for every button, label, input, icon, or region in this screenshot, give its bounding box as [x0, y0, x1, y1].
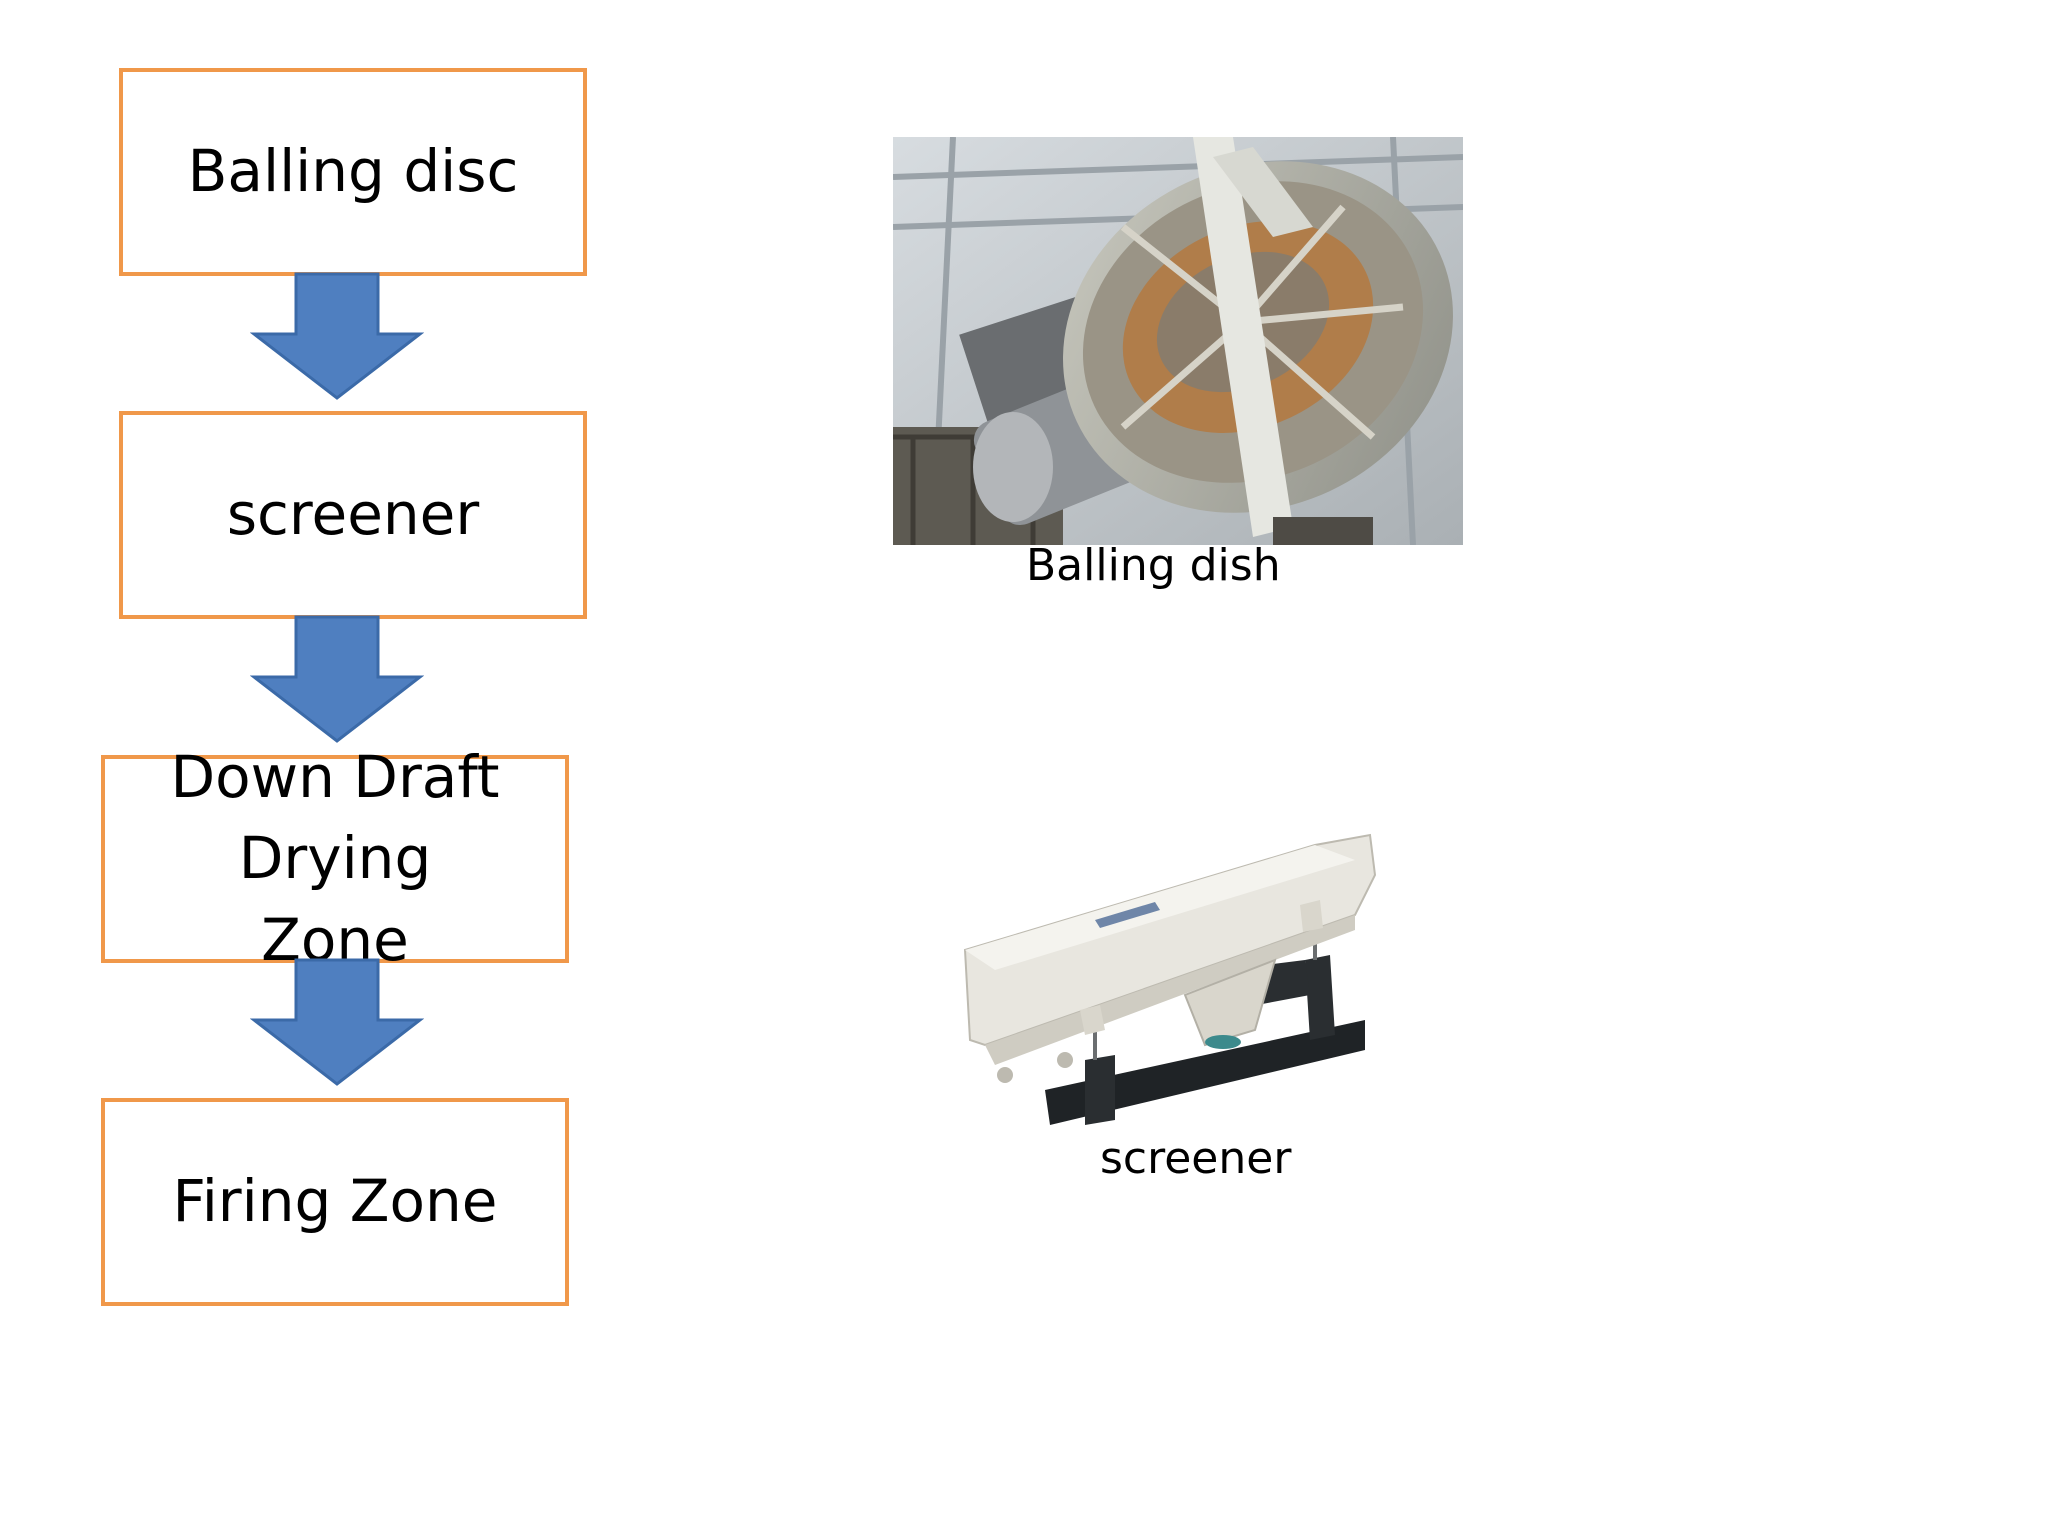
- flow-step-label: Down Draft Drying Zone: [170, 743, 500, 974]
- screener-caption: screener: [1100, 1133, 1292, 1184]
- flow-step-label: screener: [226, 480, 480, 549]
- down-arrow-icon: [250, 272, 424, 400]
- down-arrow-icon: [250, 958, 424, 1086]
- down-arrow-icon: [250, 615, 424, 743]
- flow-step-firing-zone: Firing Zone: [101, 1098, 569, 1306]
- flow-step-balling-disc: Balling disc: [119, 68, 587, 276]
- flow-step-down-draft-drying-zone: Down Draft Drying Zone: [101, 743, 569, 974]
- balling-dish-image: [893, 137, 1463, 545]
- screener-image: [955, 820, 1387, 1130]
- balling-dish-caption: Balling dish: [1026, 540, 1281, 591]
- flow-step-screener: screener: [119, 411, 587, 619]
- flow-step-label: Firing Zone: [172, 1167, 498, 1236]
- flow-step-label: Balling disc: [187, 137, 519, 206]
